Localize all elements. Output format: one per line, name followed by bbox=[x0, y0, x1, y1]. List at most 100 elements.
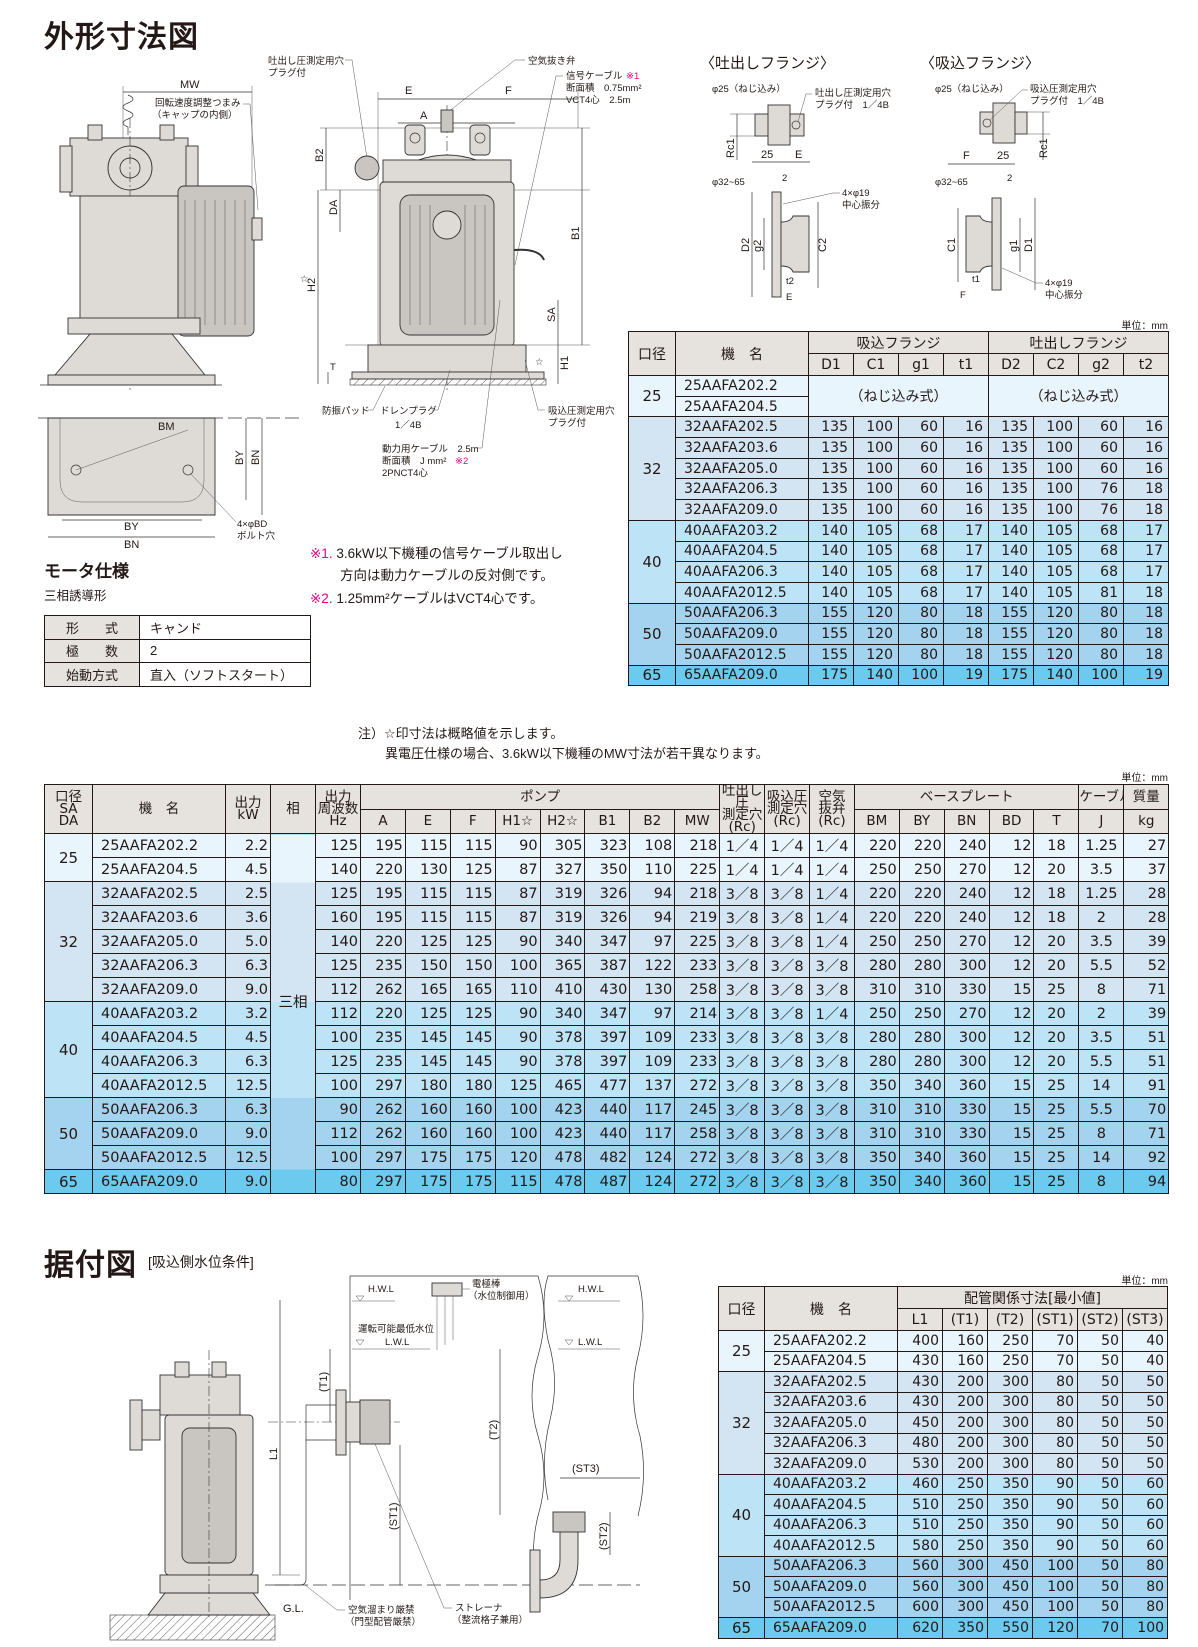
value-cell: 350 bbox=[987, 1535, 1033, 1557]
value-cell: 340 bbox=[898, 1169, 945, 1194]
value-cell: 115 bbox=[494, 1169, 541, 1194]
model-name: 32AAFA209.0 bbox=[92, 977, 226, 1002]
value-cell: 100 bbox=[1032, 1596, 1078, 1618]
value-cell: 1／4 bbox=[809, 929, 855, 954]
value-cell: 105 bbox=[853, 519, 899, 542]
discharge-plug-sublabel: プラグ付 bbox=[268, 67, 307, 79]
value-cell: 175 bbox=[449, 1145, 496, 1170]
value-cell: 15 bbox=[988, 1169, 1035, 1194]
value-cell: 51 bbox=[1123, 1049, 1170, 1074]
value-cell: 460 bbox=[897, 1473, 943, 1495]
spec-value: 直入（ソフトスタート） bbox=[139, 662, 311, 687]
value-cell: 80 bbox=[1032, 1432, 1078, 1454]
value-cell: 250 bbox=[942, 1514, 988, 1536]
value-cell: 300 bbox=[987, 1391, 1033, 1413]
value-cell: 68 bbox=[898, 540, 944, 563]
electrode-label: 電極棒 bbox=[472, 1278, 501, 1290]
dim-h1: H1 bbox=[559, 356, 571, 370]
model-name: 32AAFA209.0 bbox=[675, 499, 809, 521]
value-cell: 160 bbox=[449, 1097, 496, 1122]
value-cell: 200 bbox=[942, 1412, 988, 1434]
value-cell: 60 bbox=[1121, 1514, 1169, 1536]
dim-h2: H2 bbox=[306, 278, 318, 292]
suction-plug-label: 吸込圧測定用穴 bbox=[548, 405, 615, 417]
value-cell: 25 bbox=[1033, 1073, 1080, 1098]
model-name: 40AAFA2012.5 bbox=[764, 1535, 898, 1557]
model-name: 32AAFA206.3 bbox=[764, 1432, 898, 1454]
value-cell: 250 bbox=[987, 1330, 1033, 1352]
value-cell: 90 bbox=[1032, 1494, 1078, 1516]
value-cell: 3.6 bbox=[225, 905, 271, 930]
value-cell: 70 bbox=[1032, 1330, 1078, 1352]
header-base-plate: ベースプレート bbox=[853, 784, 1080, 810]
value-cell: 3／8 bbox=[764, 929, 811, 954]
value-cell: 300 bbox=[942, 1576, 988, 1598]
value-cell: 218 bbox=[674, 833, 721, 858]
note-mark: ※1. bbox=[310, 546, 333, 561]
value-cell: 195 bbox=[360, 905, 406, 930]
value-cell: 3／8 bbox=[809, 953, 855, 978]
value-cell: 90 bbox=[1032, 1535, 1078, 1557]
value-cell: 440 bbox=[584, 1097, 631, 1122]
value-cell: 300 bbox=[943, 1049, 990, 1074]
model-name: 50AAFA2012.5 bbox=[764, 1596, 898, 1618]
model-name: 32AAFA206.3 bbox=[92, 953, 226, 978]
value-cell: 270 bbox=[943, 857, 990, 882]
value-cell: 135 bbox=[808, 478, 854, 501]
electrode-sublabel: （水位制御用） bbox=[468, 1290, 535, 1302]
value-cell: 550 bbox=[987, 1617, 1033, 1639]
discharge-small-label: φ25（ねじ込み） bbox=[712, 83, 786, 95]
value-cell: 115 bbox=[404, 905, 451, 930]
value-cell: 18 bbox=[1123, 581, 1169, 604]
value-cell: 4.5 bbox=[225, 857, 271, 882]
value-cell: 50 bbox=[1121, 1391, 1169, 1413]
bolt-sublabel: ボルト穴 bbox=[237, 530, 276, 542]
signal-cable-type: VCT4心 2.5m bbox=[566, 95, 630, 106]
value-cell: 280 bbox=[898, 1025, 945, 1050]
value-cell: 50 bbox=[1077, 1350, 1123, 1372]
value-cell: 3.5 bbox=[1078, 929, 1125, 954]
value-cell: 125 bbox=[404, 1001, 451, 1026]
value-cell: 17 bbox=[943, 519, 989, 542]
value-cell: 105 bbox=[1033, 540, 1079, 563]
value-cell: 300 bbox=[987, 1371, 1033, 1393]
model-name: 32AAFA203.6 bbox=[92, 905, 226, 930]
value-cell: 80 bbox=[1032, 1391, 1078, 1413]
value-cell: 117 bbox=[629, 1097, 676, 1122]
value-cell: 120 bbox=[853, 602, 899, 625]
suction-rc-label: Rc1 bbox=[1038, 138, 1050, 158]
value-cell: 51 bbox=[1123, 1025, 1170, 1050]
value-cell: 100 bbox=[1033, 437, 1079, 459]
column-header: g1 bbox=[898, 353, 944, 376]
model-name: 50AAFA209.0 bbox=[764, 1576, 898, 1598]
value-cell: 100 bbox=[898, 664, 944, 687]
value-cell: 3／8 bbox=[719, 881, 766, 906]
value-cell: 145 bbox=[404, 1049, 451, 1074]
value-cell: 17 bbox=[1123, 561, 1169, 583]
value-cell: 100 bbox=[494, 1121, 541, 1146]
value-cell: 120 bbox=[1033, 602, 1079, 625]
value-cell: 115 bbox=[404, 881, 451, 906]
install-unit-label: 単位：mm bbox=[1121, 1276, 1168, 1287]
value-cell: 3／8 bbox=[719, 905, 766, 930]
value-cell: 110 bbox=[494, 977, 541, 1002]
value-cell: 16 bbox=[1123, 437, 1169, 459]
model-name: 32AAFA205.0 bbox=[764, 1412, 898, 1434]
value-cell: 94 bbox=[629, 905, 676, 930]
value-cell: 175 bbox=[988, 664, 1034, 687]
value-cell: 3／8 bbox=[809, 977, 855, 1002]
model-name: 65AAFA209.0 bbox=[92, 1169, 226, 1194]
value-cell: 300 bbox=[987, 1412, 1033, 1434]
value-cell: 450 bbox=[897, 1412, 943, 1434]
value-cell: 5.5 bbox=[1078, 1097, 1125, 1122]
